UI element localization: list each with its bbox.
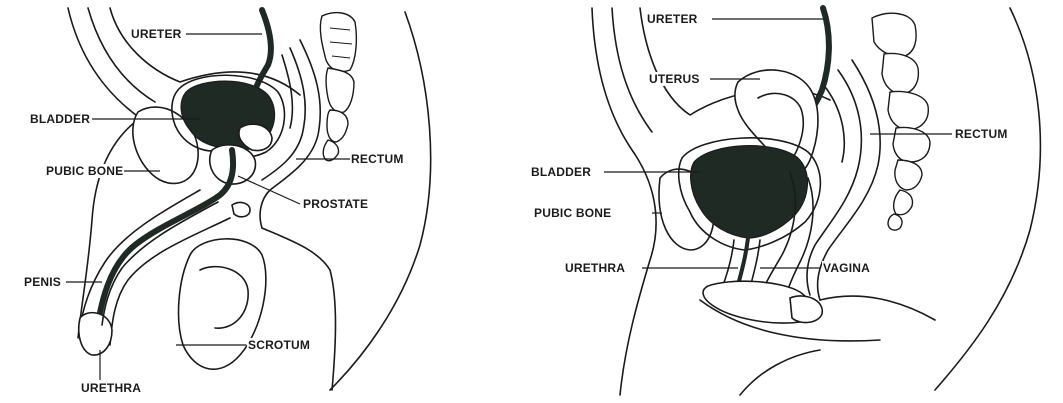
female-thigh-back: [820, 296, 935, 320]
label-female-uterus: UTERUS: [648, 72, 701, 86]
label-male-urethra: URETHRA: [80, 381, 142, 395]
label-female-rectum: RECTUM: [954, 127, 1009, 141]
female-abdominal-wall-inner: [612, 8, 652, 132]
female-abdominal-wall: [592, 8, 656, 395]
female-spine: [872, 13, 930, 230]
label-male-pubic-bone: PUBIC BONE: [45, 164, 124, 178]
label-male-penis: PENIS: [23, 275, 62, 289]
label-male-prostate: PROSTATE: [302, 197, 369, 211]
label-male-scrotum: SCROTUM: [247, 338, 311, 352]
label-female-urethra: URETHRA: [564, 261, 626, 275]
male-bulb: [232, 203, 250, 217]
male-spine: [320, 13, 356, 161]
male-diagram: [68, 8, 431, 390]
label-female-ureter: URETER: [646, 12, 699, 26]
label-female-pubic-bone: PUBIC BONE: [533, 206, 612, 220]
male-rectum-fold: [282, 55, 292, 128]
label-male-rectum: RECTUM: [350, 152, 405, 166]
female-leg-line: [740, 350, 820, 395]
label-male-bladder: BLADDER: [29, 112, 91, 126]
female-diagram: [592, 8, 1040, 395]
female-perineal-body: [790, 296, 822, 323]
female-urethra-path: [738, 238, 748, 285]
label-female-bladder: BLADDER: [530, 165, 592, 179]
leader-male-prostate: [238, 176, 300, 204]
male-ureter-path: [256, 10, 271, 88]
male-abdominal-wall-inner: [88, 8, 155, 102]
label-male-ureter: URETER: [130, 27, 183, 41]
label-female-vagina: VAGINA: [822, 261, 871, 275]
male-perineum: [262, 228, 336, 390]
male-glans: [79, 313, 112, 355]
female-back-outline: [935, 8, 1040, 390]
